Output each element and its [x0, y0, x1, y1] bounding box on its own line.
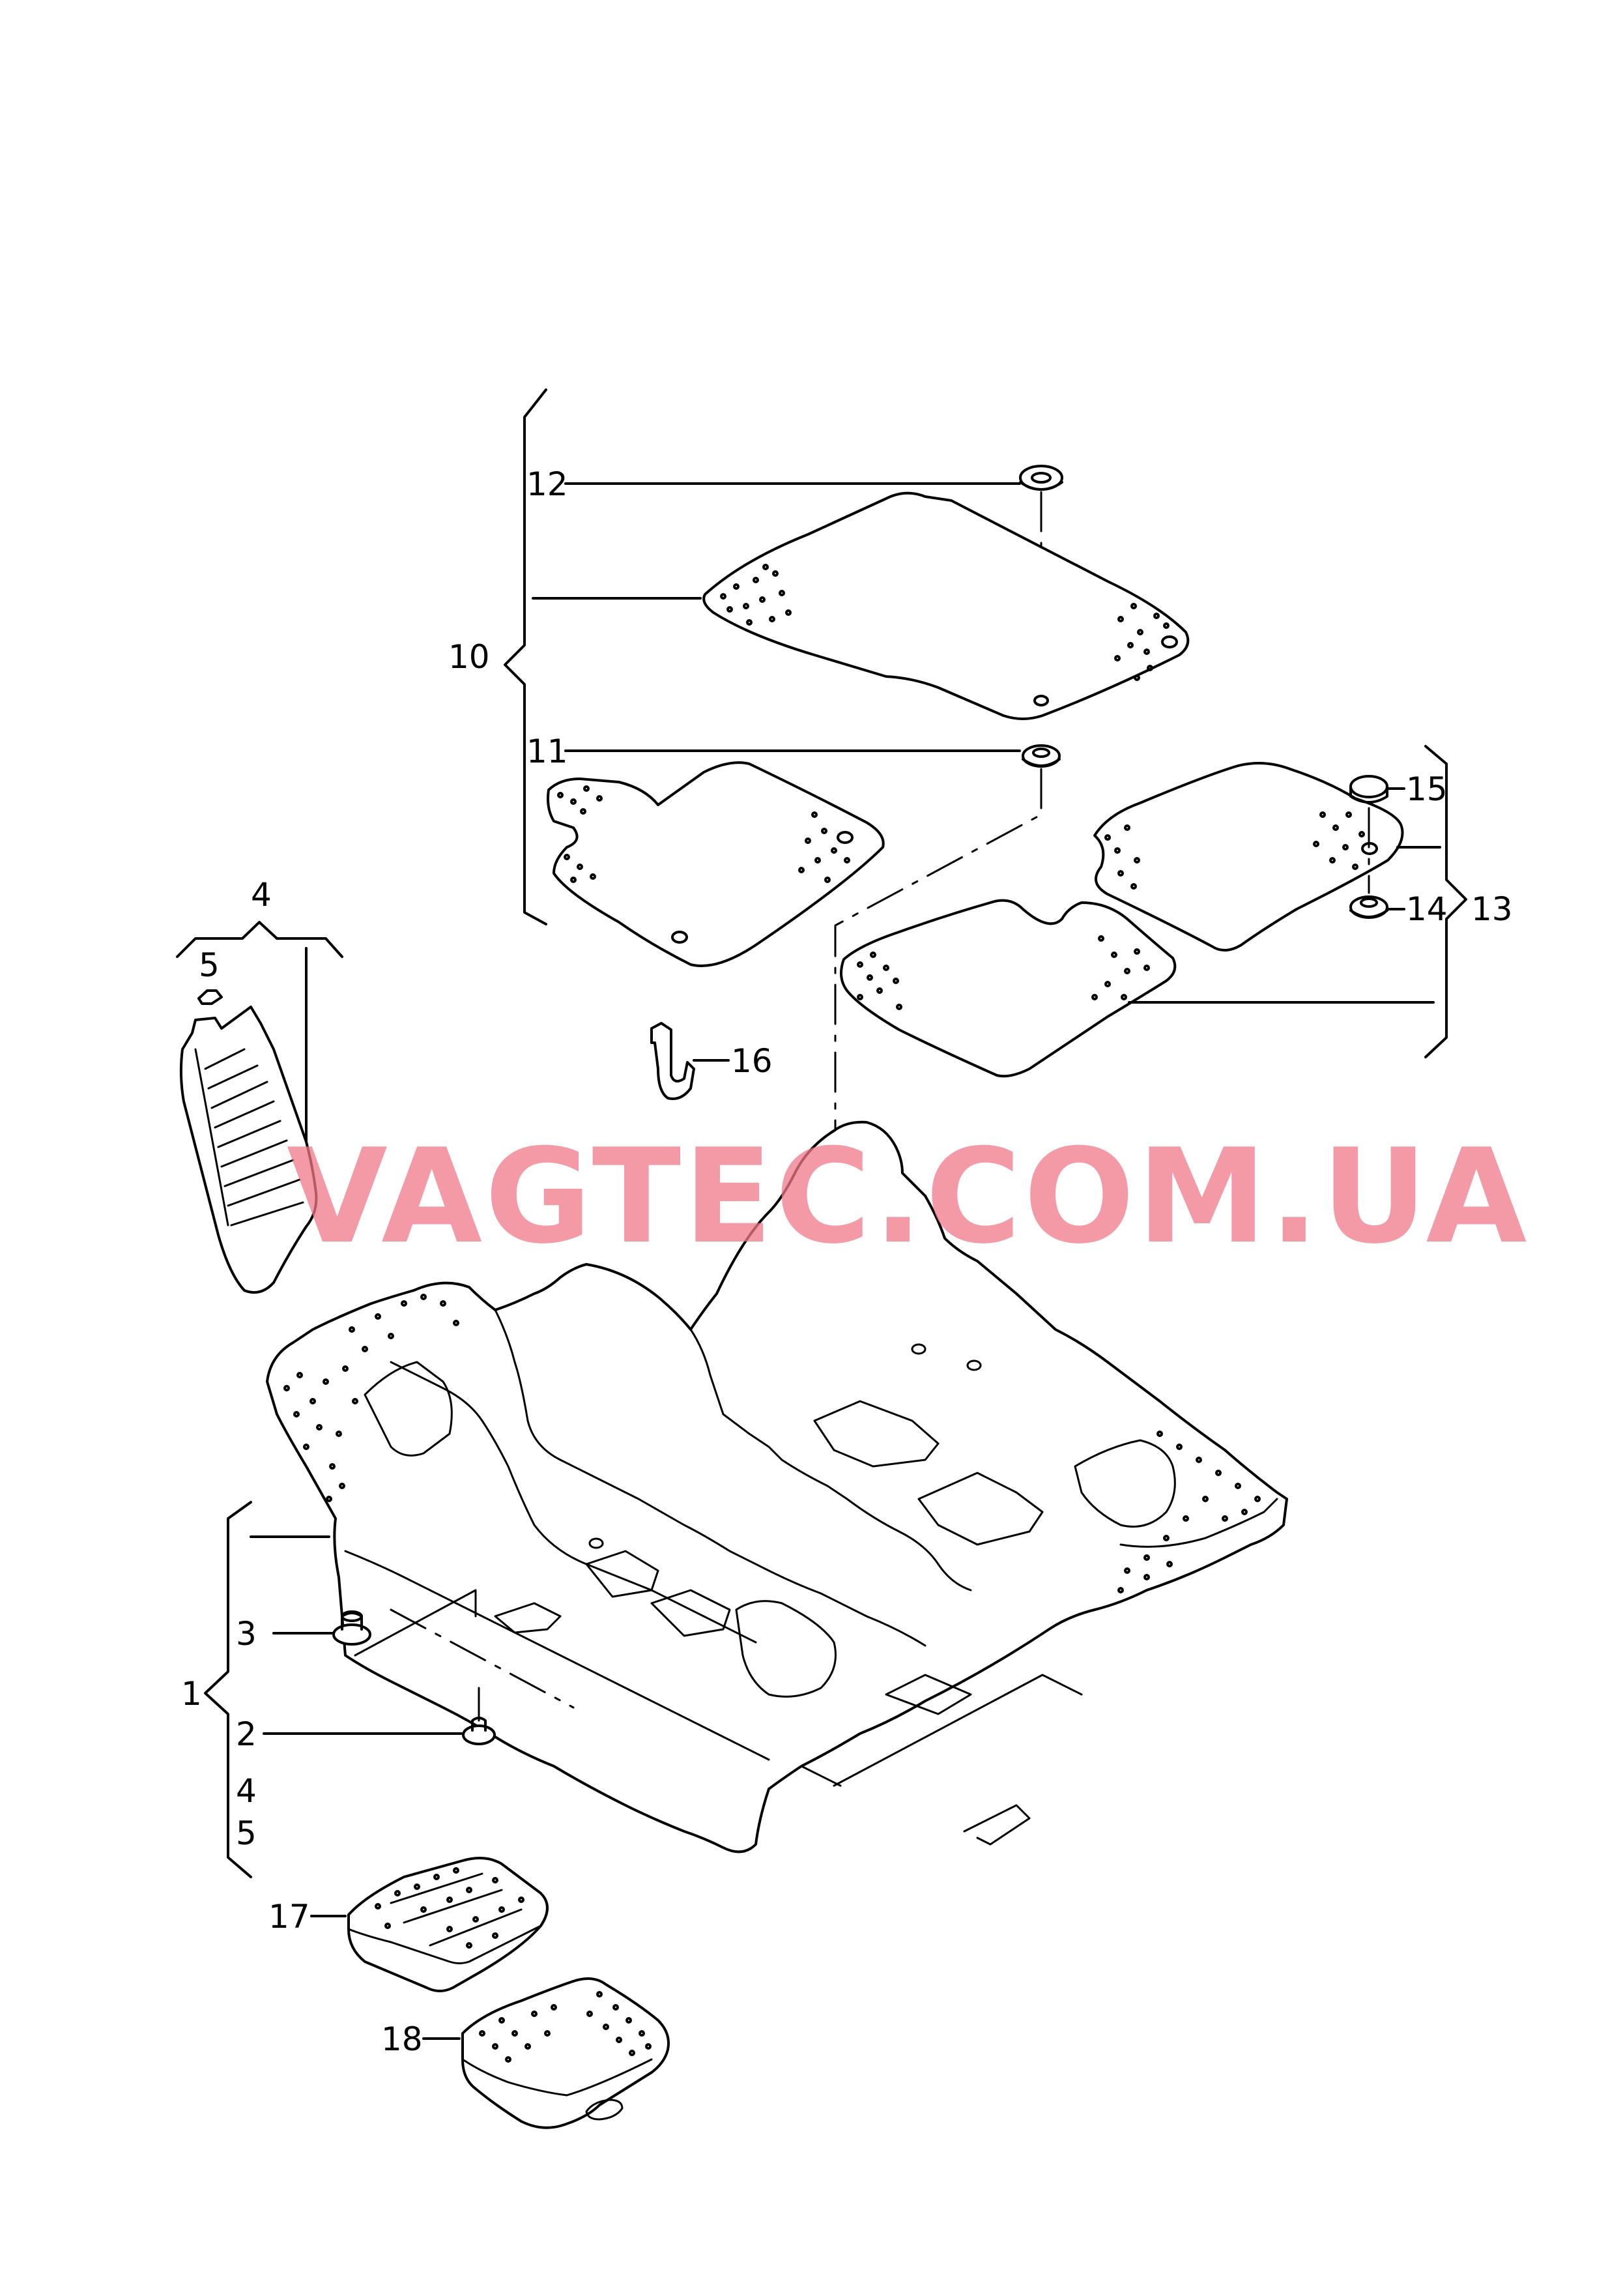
- callout-1: 1: [181, 1675, 202, 1713]
- stipple-18: [479, 1991, 652, 2063]
- watermark: VAGTEC.COM.UA: [287, 1121, 1529, 1273]
- part-14-grommet[interactable]: [1349, 895, 1388, 919]
- part-3-fastener[interactable]: [332, 1610, 371, 1646]
- callout-4-list: 4: [236, 1772, 257, 1810]
- callout-10: 10: [448, 638, 490, 676]
- part-13-rear-mat-upper[interactable]: [1093, 762, 1404, 952]
- stipple-10b: [557, 785, 850, 883]
- part-18-pad[interactable]: [461, 1977, 670, 2129]
- part-11-grommet[interactable]: [1022, 744, 1061, 768]
- callout-5-list: 5: [236, 1814, 257, 1852]
- callout-12: 12: [526, 465, 568, 503]
- callout-14: 14: [1406, 890, 1448, 928]
- part-15-grommet[interactable]: [1349, 775, 1388, 804]
- part-16-clip[interactable]: [650, 1022, 695, 1100]
- stipple-13a: [1104, 811, 1365, 890]
- part-5-clip[interactable]: [197, 989, 223, 1005]
- callout-5: 5: [199, 946, 220, 984]
- cutline: [354, 1589, 477, 1657]
- callout-3: 3: [236, 1615, 257, 1653]
- bracket-group-4: [176, 921, 343, 958]
- stipple-13b: [857, 935, 1150, 1010]
- part-12-grommet[interactable]: [1019, 465, 1063, 491]
- part-1-floor-covering[interactable]: [266, 1120, 1288, 1853]
- part-10-front-mat-left[interactable]: [547, 761, 885, 967]
- part-13-rear-mat-lower[interactable]: [840, 899, 1177, 1078]
- callout-16: 16: [731, 1042, 773, 1080]
- stipple-1: [283, 1294, 1261, 1593]
- stipple-10a: [720, 564, 1170, 681]
- callout-17: 17: [268, 1898, 310, 1936]
- bracket-group-13: [1424, 745, 1467, 1058]
- callout-11: 11: [526, 733, 568, 770]
- stipple-17: [375, 1867, 524, 1949]
- callout-2: 2: [236, 1715, 257, 1753]
- callout-15: 15: [1406, 770, 1448, 808]
- part-10-front-mat[interactable]: [702, 491, 1190, 720]
- callout-18: 18: [381, 2020, 423, 2058]
- leader-dash-3: [390, 1608, 575, 1709]
- callout-4: 4: [251, 876, 272, 914]
- part-4-footrest[interactable]: [179, 1006, 318, 1294]
- bracket-group-10: [504, 388, 547, 925]
- part-2-fastener[interactable]: [462, 1717, 496, 1745]
- bracket-group-1: [204, 1501, 252, 1878]
- callout-13: 13: [1471, 890, 1513, 928]
- part-17-pad[interactable]: [347, 1857, 549, 1992]
